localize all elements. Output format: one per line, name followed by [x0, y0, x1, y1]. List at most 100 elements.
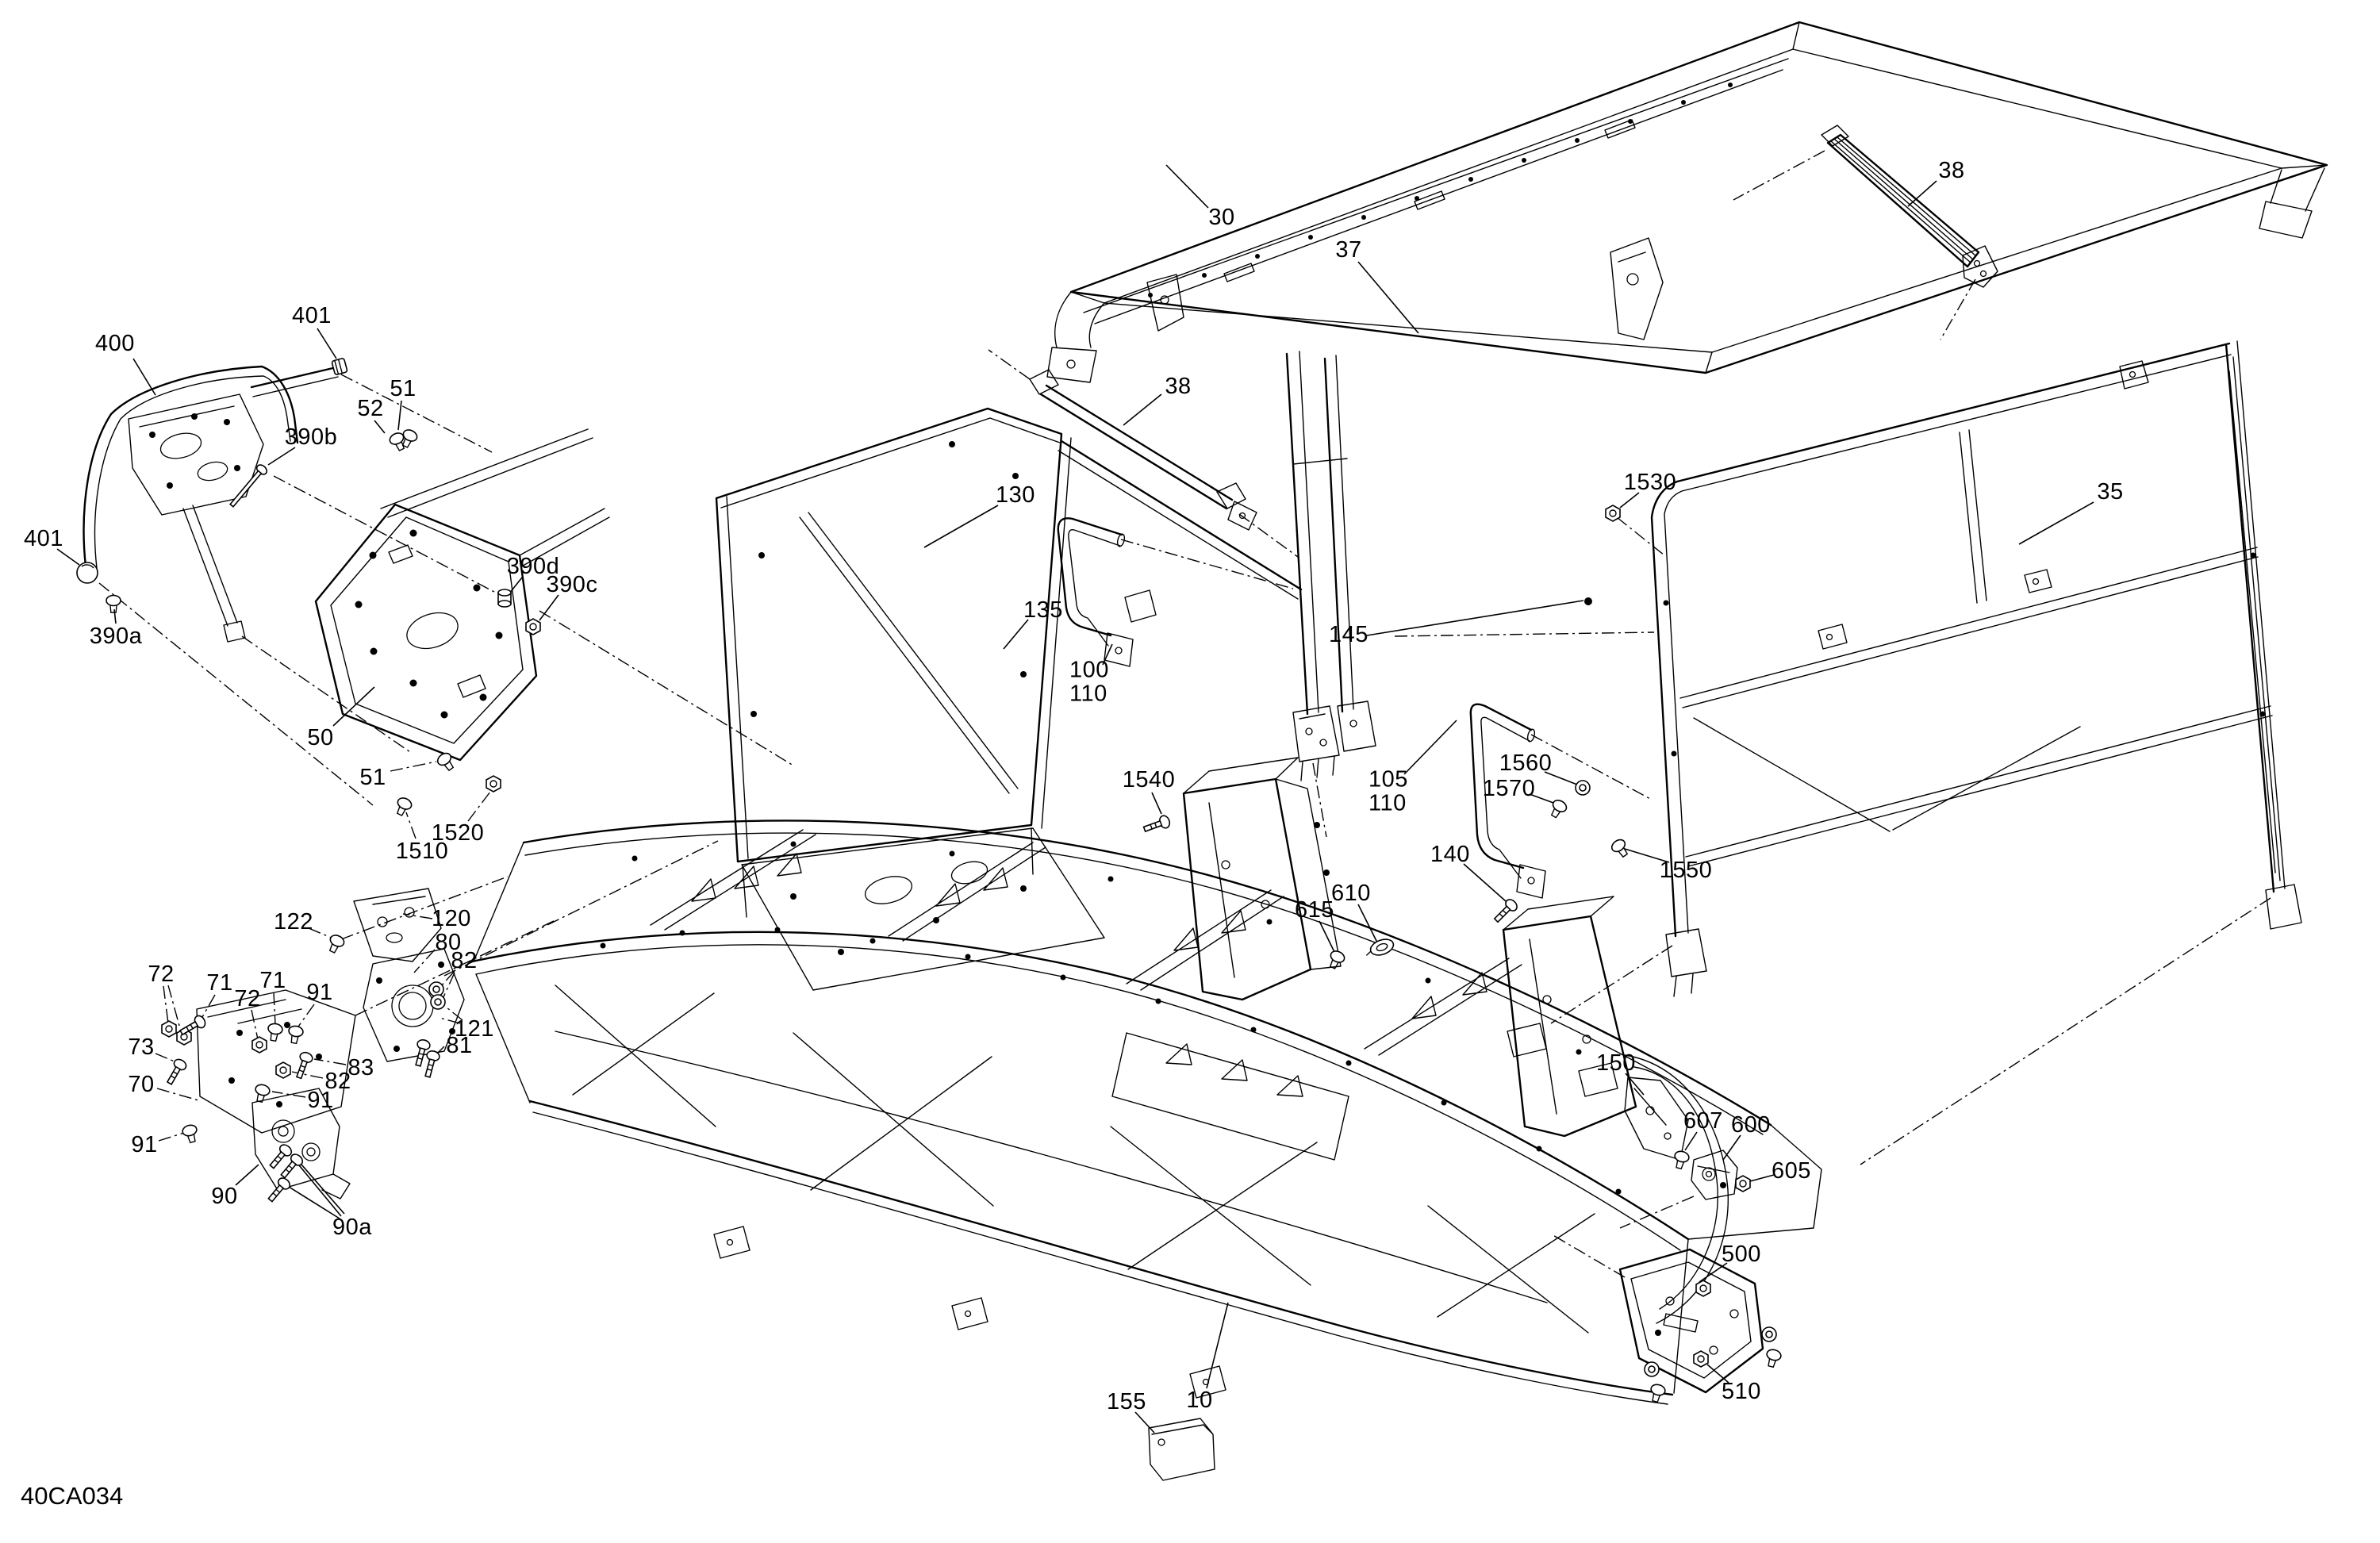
callout-120: 120 — [432, 905, 471, 931]
nut-icon — [1735, 1175, 1751, 1192]
roof-pillars — [1285, 351, 1376, 781]
callout-91-t: 91 — [306, 979, 333, 1005]
callout-390b: 390b — [284, 424, 338, 450]
callout-83: 83 — [347, 1054, 374, 1080]
callout-150: 150 — [1596, 1050, 1636, 1076]
screw-icon — [106, 594, 121, 613]
callout-135: 135 — [1023, 597, 1063, 623]
guard-bar-105 — [1469, 703, 1546, 899]
callout-610: 610 — [1331, 880, 1371, 906]
bolt-icon — [295, 1051, 313, 1080]
screw-icon — [1766, 1349, 1782, 1368]
callout-72-m: 72 — [234, 985, 261, 1011]
callout-81: 81 — [446, 1032, 473, 1058]
nut-icon — [1605, 505, 1621, 522]
callout-105-110: 105 110 — [1368, 766, 1408, 816]
callout-122: 122 — [274, 908, 313, 935]
bolt-icon — [166, 1058, 187, 1085]
callout-90a: 90a — [332, 1214, 372, 1240]
washer-icon — [1644, 1361, 1660, 1377]
nut-icon — [1695, 1280, 1711, 1297]
nut-icon — [161, 1020, 177, 1038]
callout-70: 70 — [128, 1071, 155, 1097]
nut-icon — [251, 1036, 267, 1054]
callout-607: 607 — [1683, 1107, 1723, 1134]
callout-1510: 1510 — [395, 838, 449, 864]
callout-390d: 390d — [506, 553, 560, 579]
callout-1570: 1570 — [1482, 775, 1536, 801]
rear-small-parts — [1148, 1077, 1764, 1481]
roof-assembly — [1046, 21, 2328, 781]
main-chassis-10 — [470, 757, 1822, 1405]
callout-52: 52 — [357, 395, 384, 421]
screw-icon — [288, 1025, 304, 1045]
screw-icon — [328, 935, 345, 954]
callout-130: 130 — [996, 482, 1035, 508]
callout-82-m: 82 — [324, 1068, 351, 1094]
callout-600: 600 — [1731, 1111, 1771, 1138]
crossmember-38-top — [1821, 125, 1998, 288]
callout-80: 80 — [435, 929, 462, 955]
callout-38-top: 38 — [1938, 157, 1965, 183]
nut-icon — [525, 618, 541, 635]
dash-panel-50 — [314, 428, 610, 762]
callout-401-top: 401 — [292, 302, 332, 328]
screw-icon — [182, 1124, 198, 1144]
nut-icon — [1693, 1350, 1709, 1368]
bolt-icon — [1142, 815, 1171, 833]
callout-72-l: 72 — [148, 961, 175, 987]
callout-73: 73 — [128, 1034, 155, 1060]
nut-icon — [275, 1061, 291, 1079]
washer-icon — [1575, 780, 1591, 796]
callout-390c: 390c — [546, 571, 598, 597]
front-hoop-400 — [83, 365, 339, 643]
bolt-icon — [269, 1144, 293, 1169]
callout-51-top: 51 — [390, 375, 416, 401]
rear-cage-35 — [1650, 340, 2302, 997]
callout-510: 510 — [1722, 1378, 1761, 1404]
callout-1530: 1530 — [1623, 469, 1677, 495]
bolt-icon — [415, 1039, 431, 1067]
callout-615: 615 — [1295, 896, 1334, 923]
callout-100-110: 100 110 — [1069, 657, 1109, 707]
callout-121: 121 — [455, 1015, 494, 1042]
callout-605: 605 — [1772, 1157, 1811, 1184]
bolt-icon — [280, 1153, 304, 1179]
callout-155: 155 — [1107, 1388, 1146, 1414]
callout-500: 500 — [1722, 1241, 1761, 1267]
bolt-icon — [267, 1177, 291, 1203]
callout-1560: 1560 — [1499, 750, 1553, 776]
bolt-icon — [424, 1050, 440, 1078]
callout-145: 145 — [1329, 621, 1368, 647]
end-cap-icon — [331, 358, 348, 375]
callout-1520: 1520 — [431, 819, 485, 846]
bolt-icon — [1493, 899, 1518, 923]
screw-icon — [401, 429, 418, 448]
screw-icon — [267, 1023, 283, 1042]
guard-bar-100 — [1057, 517, 1134, 667]
callout-38-mid: 38 — [1165, 373, 1192, 399]
callout-30: 30 — [1208, 204, 1235, 230]
cab-frame — [715, 407, 1303, 991]
cam-lock-icon — [1365, 938, 1395, 956]
callout-1540: 1540 — [1122, 766, 1176, 793]
callout-401-left: 401 — [24, 525, 63, 551]
long-bolt-icon — [229, 464, 268, 508]
callout-400: 400 — [95, 330, 135, 356]
nut-icon — [486, 775, 501, 793]
bolt-point-icon — [1584, 597, 1592, 605]
screw-icon — [436, 752, 455, 772]
callout-71-m: 71 — [259, 967, 286, 993]
bolt-icon — [179, 1015, 206, 1036]
washer-icon — [428, 981, 444, 997]
screw-icon — [1550, 799, 1568, 819]
callout-51-low: 51 — [359, 764, 386, 790]
callout-390a: 390a — [89, 623, 143, 649]
callout-140: 140 — [1430, 841, 1470, 867]
callout-1550: 1550 — [1659, 857, 1713, 883]
callout-37: 37 — [1335, 236, 1362, 263]
screw-icon — [1610, 839, 1629, 858]
